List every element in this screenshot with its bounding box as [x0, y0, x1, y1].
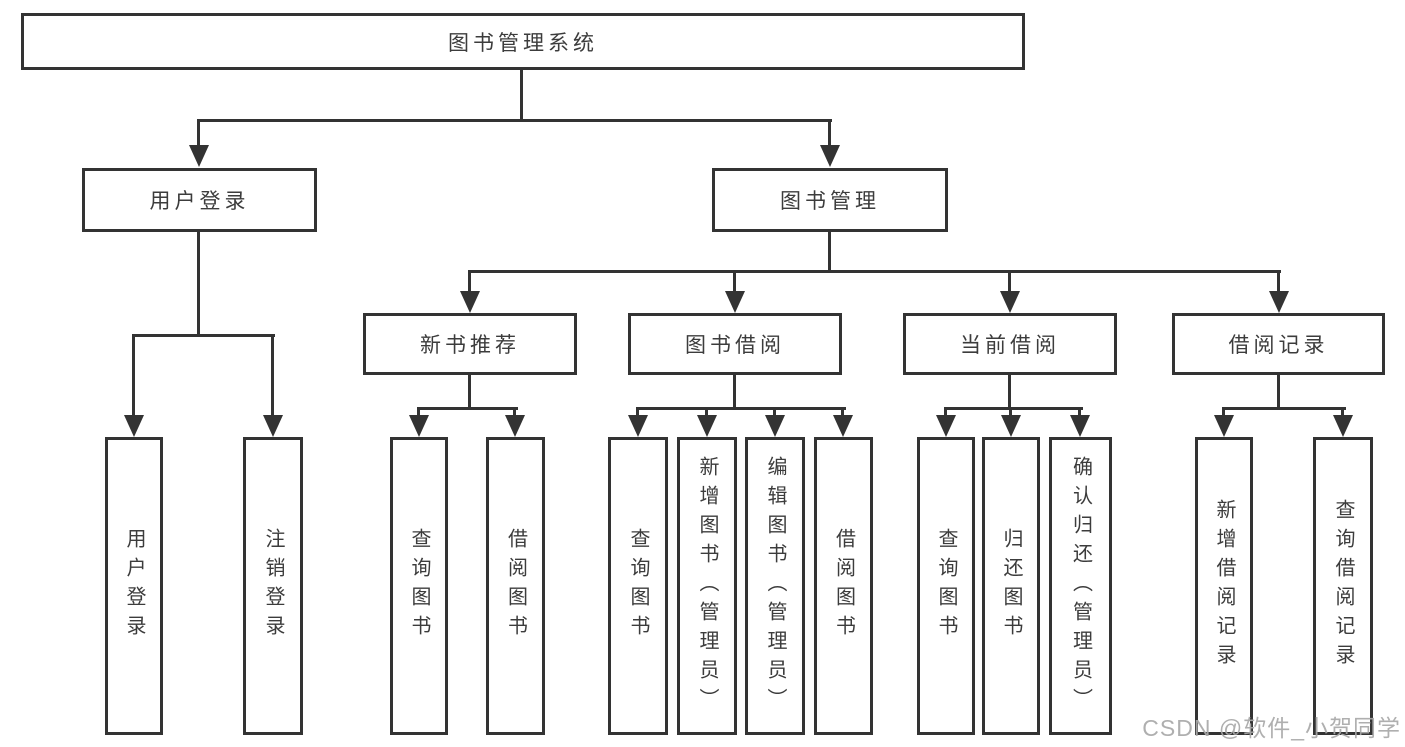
connector-line: [636, 407, 639, 419]
connector-line: [197, 230, 200, 337]
connector-line: [520, 68, 523, 122]
arrowhead-icon: [409, 415, 429, 437]
arrowhead-icon: [460, 291, 480, 313]
arrowhead-icon: [765, 415, 785, 437]
node-label: 新增图书（管理员）: [696, 455, 718, 717]
csdn-watermark: CSDN @软件_小贺同学: [1142, 715, 1401, 741]
connector-line: [197, 119, 200, 147]
connector-line: [417, 407, 420, 419]
connector-line: [828, 119, 831, 147]
leaf-query-books-current: 查询图书: [917, 437, 975, 735]
connector-line: [733, 270, 736, 293]
node-label: 图书管理: [780, 190, 880, 213]
node-label: 图书借阅: [685, 334, 785, 357]
connector-line: [468, 270, 471, 293]
node-label: 查询图书: [627, 528, 649, 644]
arrowhead-icon: [189, 145, 209, 167]
connector-line: [468, 270, 1281, 273]
node-label: 借阅图书: [504, 528, 527, 644]
connector-line: [1277, 373, 1280, 410]
leaf-query-books-recommend: 查询图书: [390, 437, 448, 735]
connector-line: [1009, 407, 1012, 419]
arrowhead-icon: [697, 415, 717, 437]
arrowhead-icon: [936, 415, 956, 437]
node-user-login: 用户登录: [82, 168, 317, 232]
node-label: 归还图书: [1000, 528, 1022, 644]
node-label: 用户登录: [149, 190, 250, 213]
connector-line: [828, 229, 831, 273]
connector-line: [1222, 407, 1346, 410]
node-label: 图书管理系统: [448, 31, 598, 55]
leaf-query-books-borrowing: 查询图书: [608, 437, 668, 735]
node-label: 查询图书: [935, 528, 957, 644]
connector-line: [468, 373, 471, 410]
connector-line: [132, 334, 275, 337]
arrowhead-icon: [1214, 415, 1234, 437]
node-borrowing-records: 借阅记录: [1172, 313, 1385, 375]
connector-line: [1277, 270, 1280, 293]
leaf-edit-books-admin: 编辑图书（管理员）: [745, 437, 805, 735]
connector-line: [1008, 270, 1011, 293]
node-book-management: 图书管理: [712, 168, 948, 232]
node-label: 新书推荐: [420, 334, 520, 357]
connector-line: [417, 407, 518, 410]
connector-line: [1222, 407, 1225, 419]
node-label: 查询图书: [408, 528, 430, 644]
leaf-borrow-books-recommend: 借阅图书: [486, 437, 545, 735]
connector-line: [1341, 407, 1344, 419]
node-current-borrowing: 当前借阅: [903, 313, 1117, 375]
node-label: 编辑图书（管理员）: [764, 455, 786, 717]
leaf-user-login: 用户登录: [105, 437, 163, 735]
leaf-confirm-return-admin: 确认归还（管理员）: [1049, 437, 1112, 735]
arrowhead-icon: [628, 415, 648, 437]
arrowhead-icon: [1333, 415, 1353, 437]
arrowhead-icon: [1269, 291, 1289, 313]
leaf-borrow-books: 借阅图书: [814, 437, 873, 735]
leaf-query-borrow-record: 查询借阅记录: [1313, 437, 1373, 735]
connector-line: [198, 119, 832, 122]
node-label: 注销登录: [262, 528, 284, 644]
node-label: 确认归还（管理员）: [1069, 455, 1092, 717]
connector-line: [733, 373, 736, 410]
node-new-book-recommend: 新书推荐: [363, 313, 577, 375]
node-label: 借阅记录: [1228, 334, 1329, 357]
connector-line: [944, 407, 947, 419]
leaf-add-borrow-record: 新增借阅记录: [1195, 437, 1253, 735]
connector-line: [1078, 407, 1081, 419]
node-book-borrowing: 图书借阅: [628, 313, 842, 375]
arrowhead-icon: [505, 415, 525, 437]
connector-line: [636, 407, 846, 410]
node-label: 新增借阅记录: [1213, 499, 1235, 673]
arrowhead-icon: [124, 415, 144, 437]
arrowhead-icon: [1000, 291, 1020, 313]
node-label: 用户登录: [123, 528, 145, 644]
arrowhead-icon: [1001, 415, 1021, 437]
connector-line: [132, 334, 135, 417]
connector-line: [944, 407, 1083, 410]
connector-line: [705, 407, 708, 419]
connector-line: [773, 407, 776, 419]
node-system-root: 图书管理系统: [21, 13, 1025, 70]
node-label: 查询借阅记录: [1332, 499, 1354, 673]
connector-line: [513, 407, 516, 419]
arrowhead-icon: [1070, 415, 1090, 437]
arrowhead-icon: [820, 145, 840, 167]
leaf-return-books: 归还图书: [982, 437, 1040, 735]
leaf-logout: 注销登录: [243, 437, 303, 735]
arrowhead-icon: [833, 415, 853, 437]
node-label: 借阅图书: [832, 528, 855, 644]
connector-line: [841, 407, 844, 419]
arrowhead-icon: [263, 415, 283, 437]
arrowhead-icon: [725, 291, 745, 313]
connector-line: [1008, 373, 1011, 410]
node-label: 当前借阅: [960, 334, 1060, 357]
leaf-add-books-admin: 新增图书（管理员）: [677, 437, 737, 735]
connector-line: [271, 334, 274, 417]
